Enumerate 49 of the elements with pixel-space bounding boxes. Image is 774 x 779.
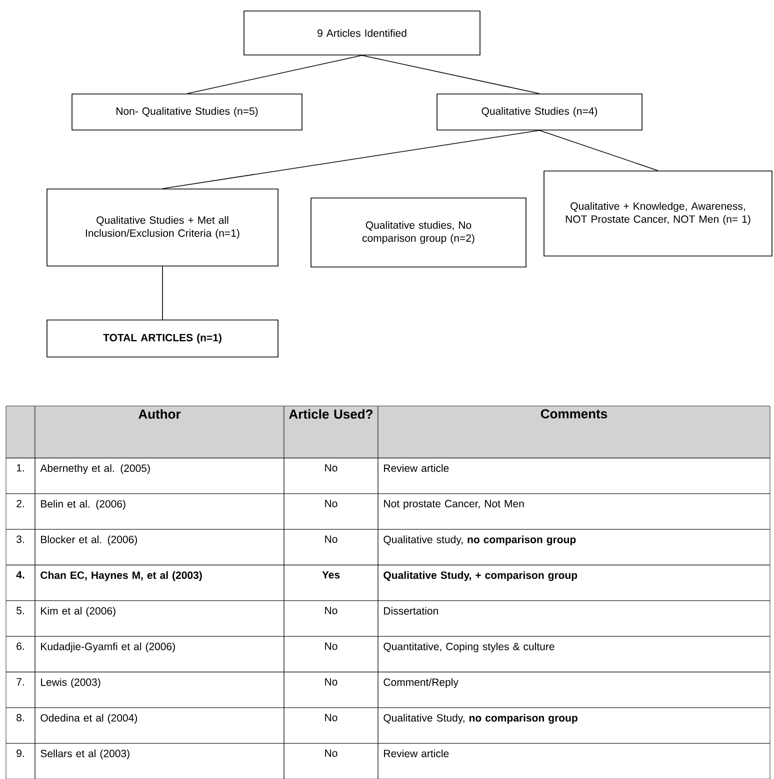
connector-line bbox=[186, 55, 362, 94]
table-cell: Review article bbox=[378, 458, 770, 494]
process-box: TOTAL ARTICLES (n=1) bbox=[46, 320, 278, 358]
table-cell: No bbox=[284, 636, 378, 672]
table-cell: No bbox=[284, 708, 378, 744]
table-cell: 4. bbox=[6, 564, 36, 601]
table-cell: 8. bbox=[6, 708, 36, 744]
process-box: Qualitative studies, No comparison group (n=2) bbox=[310, 198, 526, 268]
table-cell: Odedina et al (2004) bbox=[34, 708, 284, 744]
table-cell: Qualitative Study, no comparison group bbox=[378, 708, 770, 744]
table-cell: 9. bbox=[6, 743, 36, 779]
table-cell: No bbox=[284, 458, 378, 494]
process-box: Qualitative Studies (n=4) bbox=[436, 94, 642, 130]
process-box: Qualitative Studies + Met all Inclusion/Exclusion Criteria (n=1) bbox=[46, 188, 278, 266]
table-cell: 7. bbox=[6, 672, 36, 708]
table-cell: 3. bbox=[6, 529, 36, 566]
table-cell: 6. bbox=[6, 636, 36, 672]
table-cell: Belin et al. (2006) bbox=[34, 494, 284, 530]
table-cell: Sellars et al (2003) bbox=[34, 743, 284, 779]
table-cell: 2. bbox=[6, 494, 36, 530]
table-cell: Blocker et al. (2006) bbox=[34, 529, 284, 566]
process-box: Non- Qualitative Studies (n=5) bbox=[72, 94, 302, 130]
connector-line bbox=[539, 130, 658, 171]
table-cell: No bbox=[284, 743, 378, 779]
table-cell: Yes bbox=[284, 564, 378, 601]
table-cell: Qualitative study, no comparison group bbox=[378, 529, 770, 566]
table-cell: 5. bbox=[6, 600, 36, 636]
table-cell: Comment/Reply bbox=[378, 672, 770, 708]
table-cell: Kim et al (2006) bbox=[34, 600, 284, 636]
table-cell: Kudadjie-Gyamfi et al (2006) bbox=[34, 636, 284, 672]
table-cell: No bbox=[284, 494, 378, 530]
process-box: Qualitative + Knowledge, Awareness, NOT Prostate Cancer, NOT Men (n= 1) bbox=[544, 170, 772, 256]
connector-line bbox=[162, 266, 163, 320]
table-cell: Lewis (2003) bbox=[34, 672, 284, 708]
table-cell: No bbox=[284, 529, 378, 566]
table-header-cell: Article Used? bbox=[284, 406, 378, 458]
table-cell: Chan EC, Haynes M, et al (2003) bbox=[34, 564, 284, 601]
connector-line bbox=[362, 55, 540, 94]
table-cell: Quantitative, Coping styles & culture bbox=[378, 636, 770, 672]
table-cell: Qualitative Study, + comparison group bbox=[378, 564, 770, 601]
table-cell: Abernethy et al. (2005) bbox=[34, 458, 284, 494]
connector-line bbox=[162, 130, 540, 189]
table-cell: Dissertation bbox=[378, 600, 770, 636]
table-cell: 1. bbox=[6, 458, 36, 494]
table-cell: No bbox=[284, 600, 378, 636]
process-box: 9 Articles Identified bbox=[244, 10, 480, 56]
table-cell: No bbox=[284, 672, 378, 708]
table-cell: Not prostate Cancer, Not Men bbox=[378, 494, 770, 530]
table-cell: Review article bbox=[378, 743, 770, 779]
